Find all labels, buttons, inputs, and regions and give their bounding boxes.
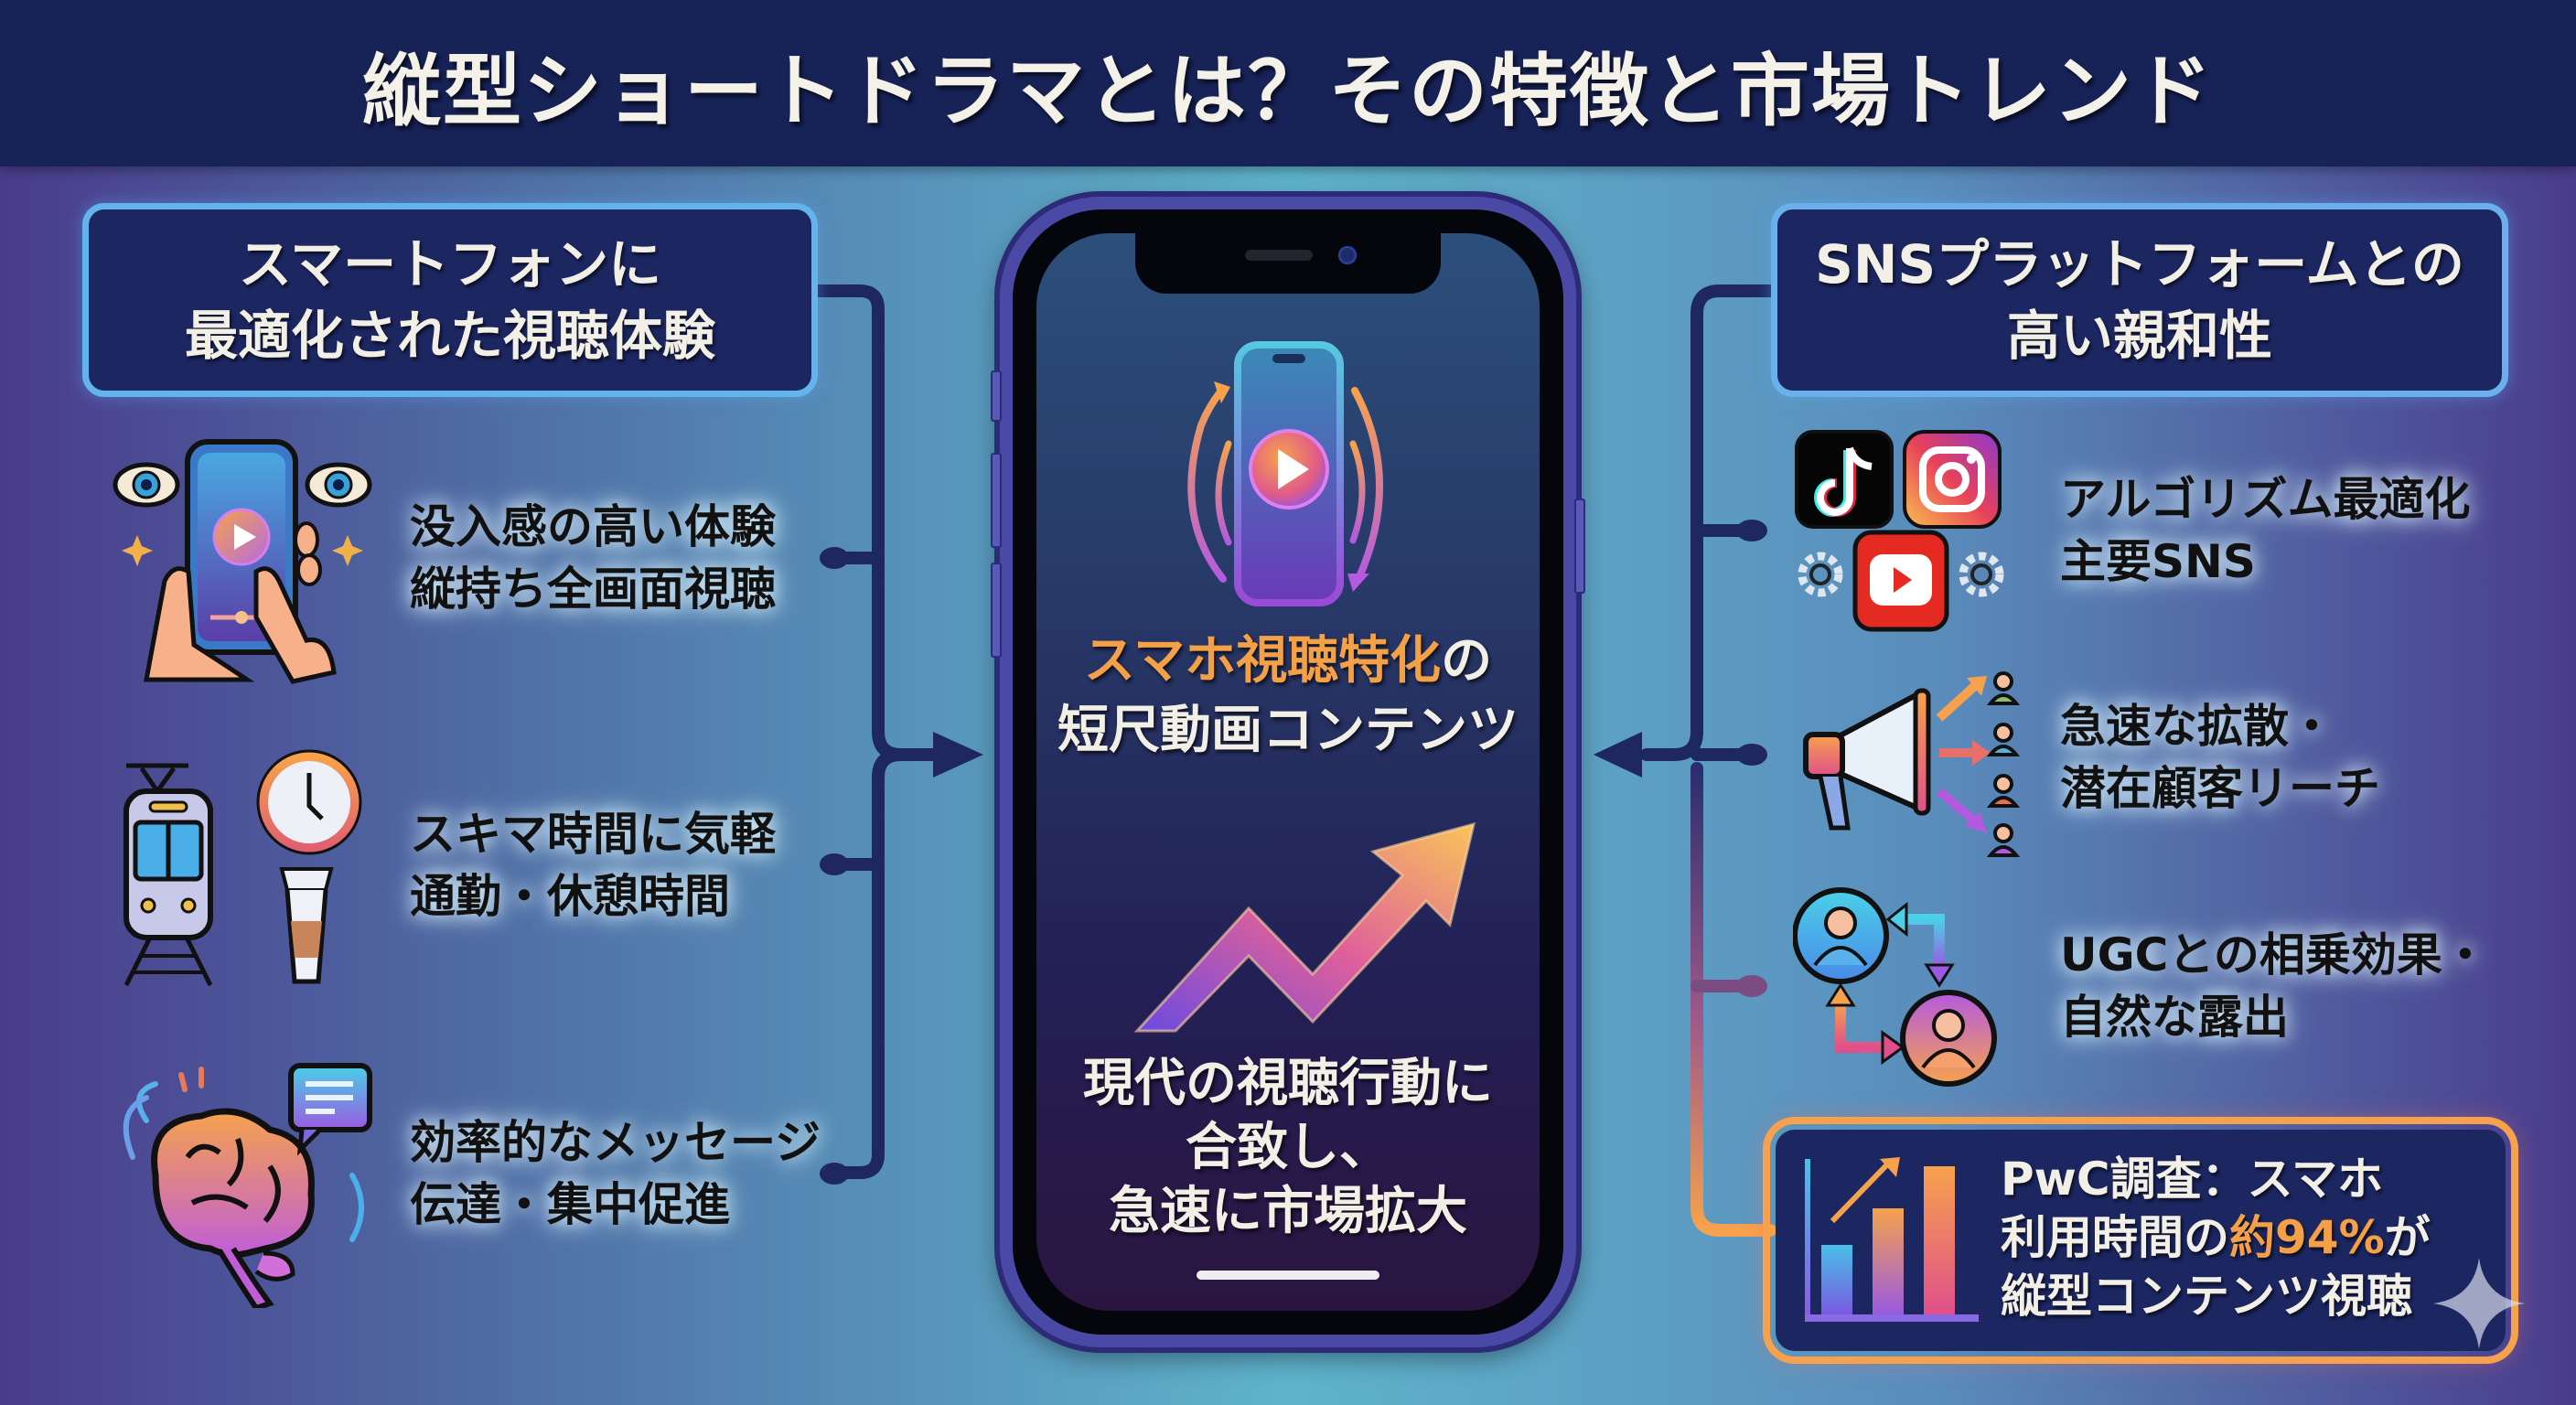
stat-line2: 利用時間の約94%が — [2001, 1208, 2431, 1267]
phone-volume-down-button — [991, 563, 1002, 658]
sns-logos-icon — [1793, 428, 2012, 638]
bar-chart-growth-icon — [1798, 1157, 1980, 1331]
left-section-header: スマートフォンに 最適化された視聴体験 — [82, 203, 818, 397]
right-section-title: SNSプラットフォームとの 高い親和性 — [1815, 233, 2464, 367]
camera-icon — [1338, 246, 1357, 264]
center-phone: スマホ視聴特化の 短尺動画コンテンツ 現代の視聴行動に 合致し、 急速に市場拡大 — [991, 197, 1585, 1347]
trend-up-arrow-icon — [1128, 791, 1476, 1038]
phone-notch — [1135, 233, 1441, 294]
feature-ugc-synergy: UGCとの相乗効果・ 自然な露出 — [2060, 928, 2488, 1044]
left-section-title: スマートフォンに 最適化された視聴体験 — [184, 233, 715, 367]
sparkle-icon — [2433, 1258, 2525, 1349]
phone-title-line2: 短尺動画コンテンツ — [1057, 701, 1519, 760]
train-clock-coffee-icon — [119, 745, 375, 988]
stat-highlight-94: 約94% — [2229, 1211, 2385, 1264]
header-bar: 縦型ショートドラマとは？その特徴と市場トレンド — [0, 0, 2576, 166]
phone-screen: スマホ視聴特化の 短尺動画コンテンツ 現代の視聴行動に 合致し、 急速に市場拡大 — [1036, 233, 1540, 1311]
feature-efficient-message: 効率的なメッセージ 伝達・集中促進 — [410, 1116, 821, 1231]
feature-spare-time: スキマ時間に気軽 通勤・休憩時間 — [410, 808, 776, 923]
stat-line1: PwC調査：スマホ — [2001, 1153, 2384, 1206]
right-section-header: SNSプラットフォームとの 高い親和性 — [1771, 203, 2508, 397]
megaphone-audience-icon — [1784, 654, 2022, 864]
feature-algorithm: アルゴリズム最適化 主要SNS — [2060, 473, 2471, 588]
rotate-phone-play-icon — [1165, 334, 1411, 617]
pwc-stat-callout: PwC調査：スマホ 利用時間の約94%が 縦型コンテンツ視聴 — [1769, 1123, 2512, 1357]
page-title: 縦型ショートドラマとは？その特徴と市場トレンド — [362, 45, 2214, 137]
phone-title-highlight: スマホ視聴特化 — [1083, 631, 1442, 691]
phone-title-rest: の — [1441, 631, 1493, 691]
stat-line2-post: が — [2384, 1211, 2431, 1264]
ugc-exchange-icon — [1793, 883, 2012, 1093]
stat-line3: 縦型コンテンツ視聴 — [2001, 1270, 2412, 1323]
phone-side-button — [991, 370, 1002, 422]
feature-immersive: 没入感の高い体験 縦持ち全画面視聴 — [410, 500, 776, 616]
speaker-icon — [1245, 250, 1313, 261]
feature-viral-reach: 急速な拡散・ 潜在顧客リーチ — [2060, 700, 2380, 815]
stat-text: PwC調査：スマホ 利用時間の約94%が 縦型コンテンツ視聴 — [2001, 1150, 2431, 1325]
brain-message-icon — [110, 1056, 375, 1308]
stat-line2-pre: 利用時間の — [2001, 1211, 2229, 1264]
phone-subtitle: 現代の視聴行動に 合致し、 急速に市場拡大 — [1083, 1054, 1493, 1241]
phone-title-line1: スマホ視聴特化の — [1036, 627, 1540, 696]
phone-volume-up-button — [991, 453, 1002, 548]
phone-power-button — [1574, 499, 1585, 594]
home-indicator — [1197, 1271, 1379, 1280]
phone-hand-eyes-icon — [110, 434, 375, 686]
